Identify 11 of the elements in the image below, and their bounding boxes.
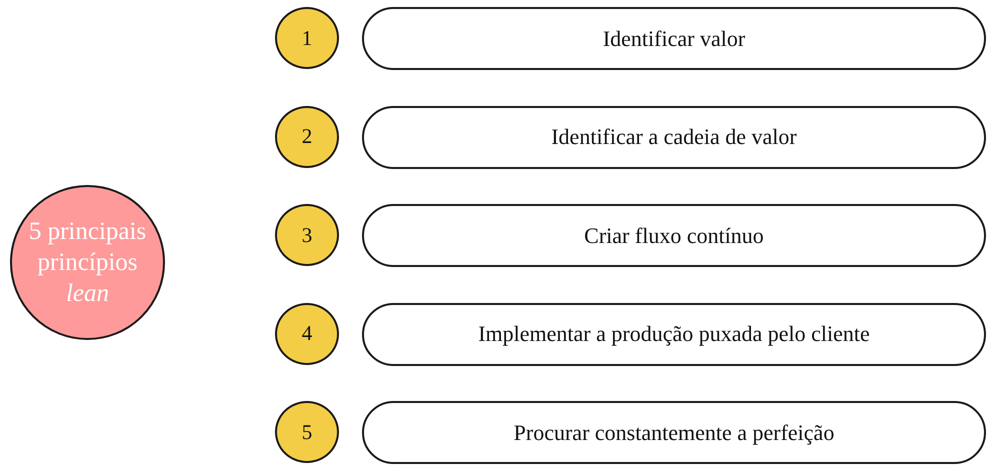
node-text: 5 <box>302 420 312 444</box>
node-text: 2 <box>302 124 312 149</box>
node-text: Criar fluxo contínuo <box>584 222 764 248</box>
node-text: Identificar a cadeia de valor <box>551 124 797 150</box>
node-text: Implementar a produção puxada pelo cliente <box>478 321 870 347</box>
node-text: 3 <box>302 222 312 248</box>
node-text: 5 principais princípios lean <box>28 216 148 310</box>
node-text: 1 <box>302 26 312 50</box>
node-text: Procurar constantemente a perfeição <box>514 420 834 446</box>
node-text: 4 <box>302 321 312 346</box>
node-text: Identificar valor <box>602 26 746 52</box>
